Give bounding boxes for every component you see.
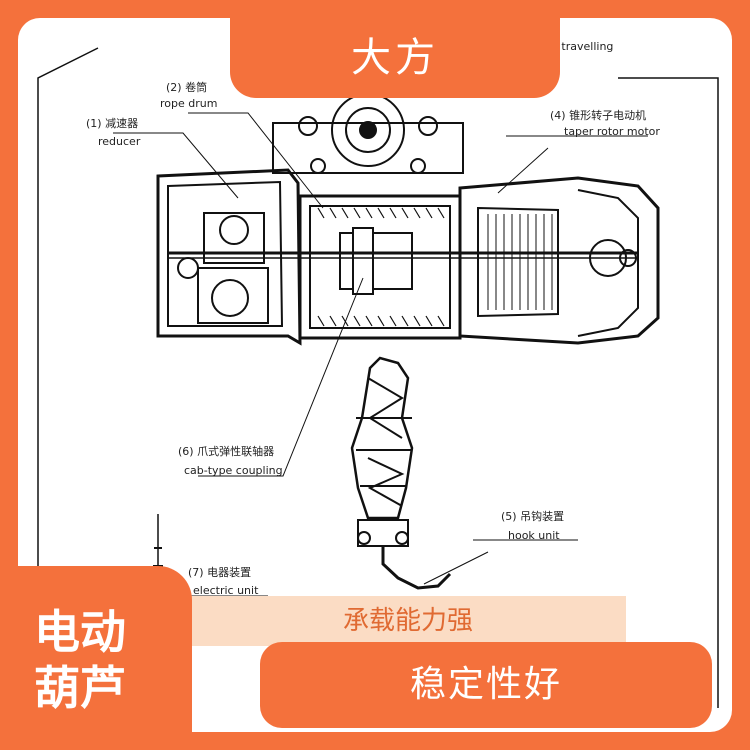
- hook-label-en: hook unit: [508, 529, 560, 542]
- motor-label-en: taper rotor motor: [564, 125, 660, 138]
- rope-drum-label-en: rope drum: [160, 97, 218, 110]
- reducer-label-en: reducer: [98, 135, 141, 148]
- product-name-line2: 葫芦: [34, 661, 126, 715]
- electric-label-en: electric unit: [193, 584, 259, 597]
- hook-label-cn: (5) 吊钩装置: [501, 510, 565, 523]
- rope-drum-label-cn: (2) 卷筒: [166, 81, 208, 94]
- coupling-label-cn: (6) 爪式弹性联轴器: [178, 445, 275, 458]
- coupling-label-en: cab-type coupling: [184, 464, 283, 477]
- header-title: 大方: [230, 18, 560, 98]
- product-name-box: 电动 葫芦: [0, 566, 192, 750]
- feature-primary: 承载能力强: [190, 596, 626, 646]
- electric-label-cn: (7) 电器装置: [188, 566, 252, 579]
- motor-label-cn: (4) 锥形转子电动机: [550, 109, 647, 122]
- product-name-line1: 电动: [34, 605, 126, 659]
- feature-secondary: 稳定性好: [260, 642, 712, 728]
- reducer-label-cn: (1) 减速器: [86, 117, 139, 130]
